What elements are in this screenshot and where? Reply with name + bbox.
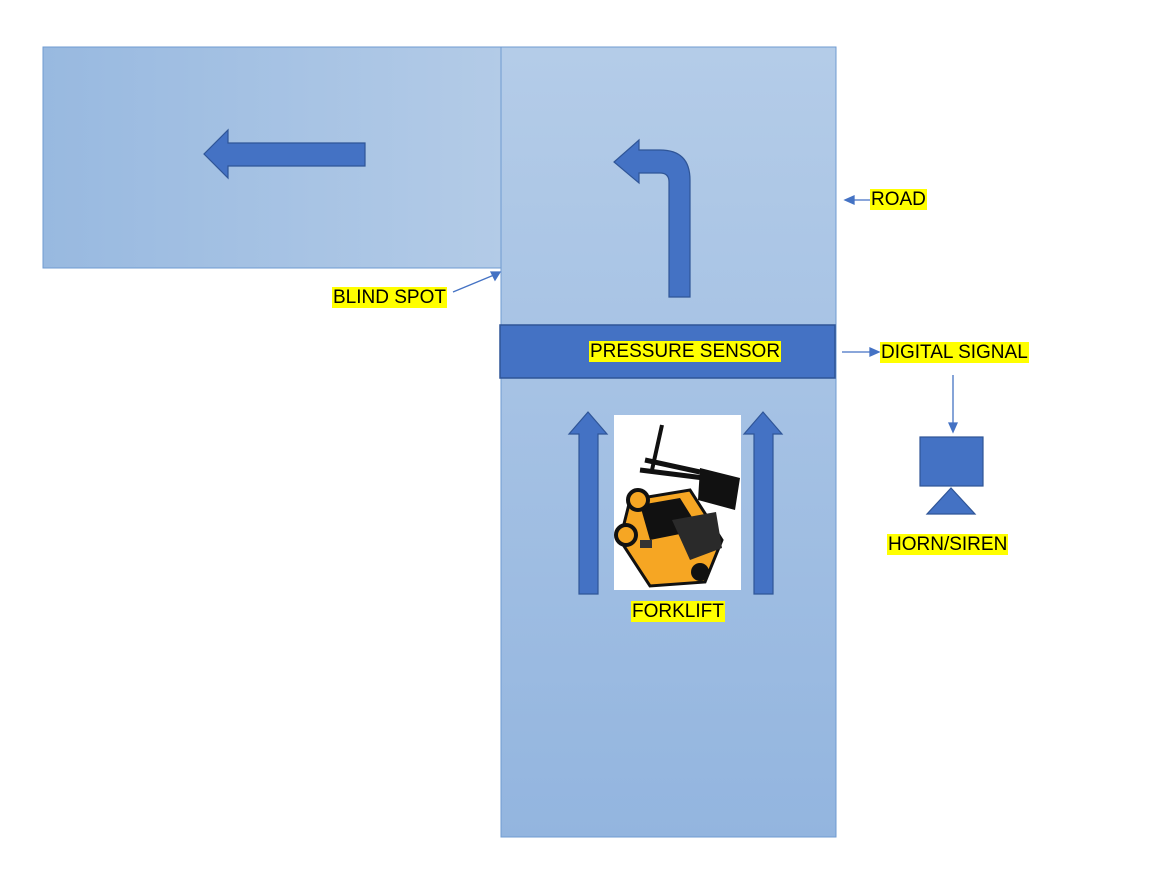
arrow-up-left [567,411,609,595]
arrow-turn-left [613,138,691,298]
pressure-sensor-label-text: PRESSURE SENSOR [589,341,782,362]
digital-signal-label-text: DIGITAL SIGNAL [880,342,1029,363]
blind-spot-label-text: BLIND SPOT [332,287,447,308]
road-label: ROAD [870,189,927,211]
forklift-label-text: FORKLIFT [631,601,725,622]
digital-signal-label: DIGITAL SIGNAL [880,342,1029,364]
horn-siren-label-text: HORN/SIREN [887,534,1009,555]
horn-siren-label: HORN/SIREN [887,534,1009,556]
road-label-text: ROAD [870,189,927,210]
pressure-sensor-label: PRESSURE SENSOR [589,341,782,363]
connectors [452,194,959,434]
horn-siren-icon [919,436,984,515]
forklift-label: FORKLIFT [631,601,725,623]
forklift-icon [614,415,741,590]
arrow-up-right [742,411,784,595]
blind-spot-label: BLIND SPOT [332,287,447,309]
arrow-left [203,128,366,180]
